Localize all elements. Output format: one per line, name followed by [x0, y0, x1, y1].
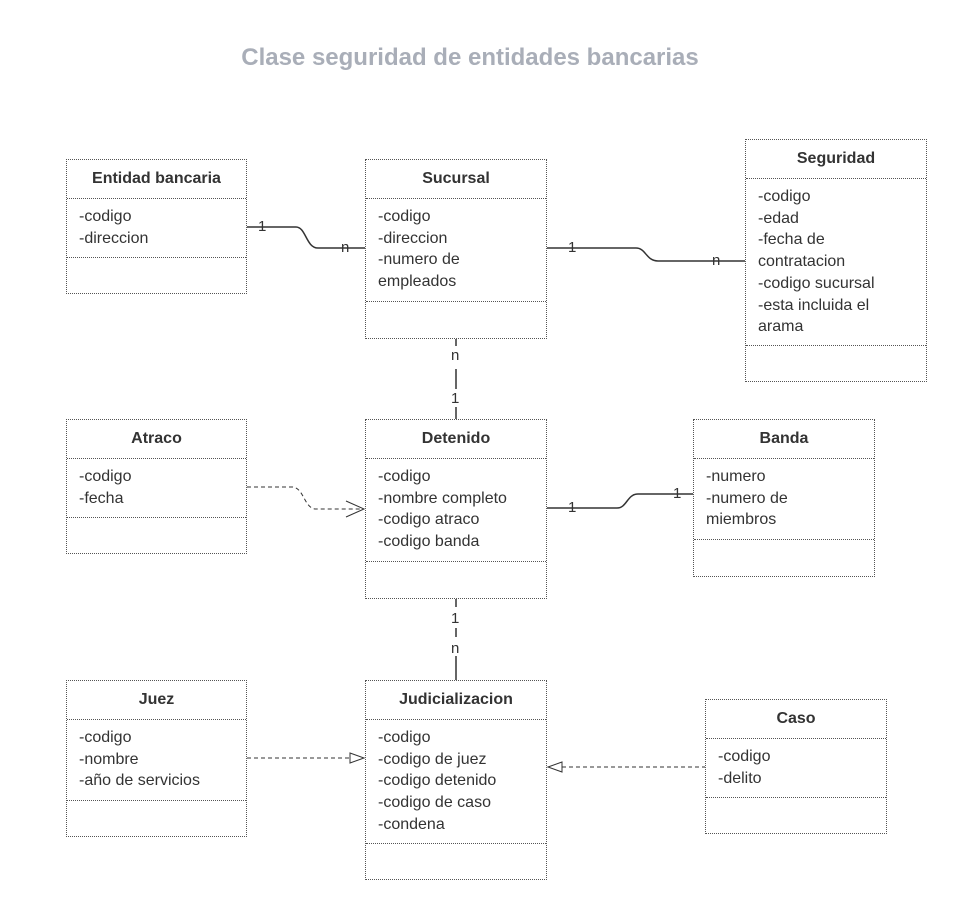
- attribute: -codigo: [378, 208, 431, 225]
- class-name: Juez: [67, 681, 246, 720]
- attribute: -codigo: [378, 729, 431, 746]
- attribute: -edad: [758, 209, 799, 227]
- attribute: -delito: [718, 769, 762, 787]
- attribute: -codigo: [758, 188, 811, 205]
- class-caso[interactable]: Caso -codigo -delito: [705, 699, 887, 834]
- class-banda[interactable]: Banda -numero -numero de miembros: [693, 419, 875, 577]
- attribute: -codigo: [79, 208, 132, 225]
- mult-seguridad-n: n: [712, 252, 720, 269]
- attribute: -nombre: [79, 750, 139, 768]
- attribute: -codigo: [378, 468, 431, 485]
- attribute: -codigo de juez: [378, 750, 487, 768]
- mult-detenido-1-judicializacion: 1: [451, 610, 459, 627]
- class-judicializacion[interactable]: Judicializacion -codigo -codigo de juez …: [365, 680, 547, 880]
- class-name: Entidad bancaria: [67, 160, 246, 199]
- class-juez[interactable]: Juez -codigo -nombre -año de servicios: [66, 680, 247, 837]
- attribute: -esta incluida el arama: [758, 296, 870, 336]
- attribute: -codigo: [79, 729, 132, 746]
- attribute-list: -codigo -fecha: [67, 459, 246, 518]
- attribute-list: -codigo -nombre -año de servicios: [67, 720, 246, 801]
- attribute: -direccion: [378, 229, 448, 247]
- class-sucursal[interactable]: Sucursal -codigo -direccion -numero de e…: [365, 159, 547, 339]
- association-entidad-sucursal[interactable]: [247, 226, 366, 249]
- attribute: -numero de miembros: [706, 489, 788, 529]
- attribute: -codigo de caso: [378, 794, 491, 812]
- diagram-title: Clase seguridad de entidades bancarias: [241, 44, 699, 71]
- dependency-atraco-detenido[interactable]: [247, 486, 362, 510]
- attribute: -numero de empleados: [378, 251, 460, 291]
- attribute: -condena: [378, 815, 445, 833]
- attribute: -codigo: [79, 468, 132, 485]
- attribute-list: -codigo -nombre completo -codigo atraco …: [366, 459, 546, 562]
- mult-sucursal-n-detenido: n: [451, 347, 459, 364]
- attribute: -direccion: [79, 229, 149, 247]
- attribute: -fecha: [79, 489, 124, 507]
- mult-detenido-1-banda: 1: [568, 499, 576, 516]
- class-name: Detenido: [366, 420, 546, 459]
- class-seguridad[interactable]: Seguridad -codigo -edad -fecha de contra…: [745, 139, 927, 382]
- dependency-arrowhead-juez: [349, 752, 366, 764]
- dependency-arrowhead-detenido: [345, 500, 366, 518]
- attribute: -codigo banda: [378, 533, 480, 551]
- attribute: -codigo sucursal: [758, 274, 875, 292]
- attribute: -codigo atraco: [378, 511, 480, 529]
- attribute-list: -numero -numero de miembros: [694, 459, 874, 540]
- class-name: Banda: [694, 420, 874, 459]
- mult-detenido-1-sucursal: 1: [451, 390, 459, 407]
- attribute: -nombre completo: [378, 489, 507, 507]
- association-sucursal-seguridad[interactable]: [547, 247, 746, 262]
- class-atraco[interactable]: Atraco -codigo -fecha: [66, 419, 247, 554]
- class-name: Seguridad: [746, 140, 926, 179]
- class-entidad-bancaria[interactable]: Entidad bancaria -codigo -direccion: [66, 159, 247, 294]
- class-name: Judicializacion: [366, 681, 546, 720]
- attribute-list: -codigo -direccion: [67, 199, 246, 258]
- dependency-arrowhead-caso: [546, 761, 563, 773]
- attribute: -codigo detenido: [378, 772, 497, 790]
- attribute-list: -codigo -delito: [706, 739, 886, 798]
- attribute: -año de servicios: [79, 772, 200, 790]
- association-detenido-banda[interactable]: [547, 493, 694, 509]
- class-detenido[interactable]: Detenido -codigo -nombre completo -codig…: [365, 419, 547, 599]
- mult-judicializacion-n: n: [451, 640, 459, 657]
- class-name: Atraco: [67, 420, 246, 459]
- mult-banda-1: 1: [673, 485, 681, 502]
- mult-sucursal-1: 1: [568, 239, 576, 256]
- mult-entidad-1: 1: [258, 218, 266, 235]
- class-name: Sucursal: [366, 160, 546, 199]
- attribute: -numero: [706, 468, 766, 485]
- mult-sucursal-n: n: [341, 239, 349, 256]
- attribute-list: -codigo -edad -fecha de contratacion -co…: [746, 179, 926, 346]
- attribute: -fecha de contratacion: [758, 231, 846, 271]
- attribute: -codigo: [718, 748, 771, 765]
- attribute-list: -codigo -codigo de juez -codigo detenido…: [366, 720, 546, 844]
- attribute-list: -codigo -direccion -numero de empleados: [366, 199, 546, 302]
- class-name: Caso: [706, 700, 886, 739]
